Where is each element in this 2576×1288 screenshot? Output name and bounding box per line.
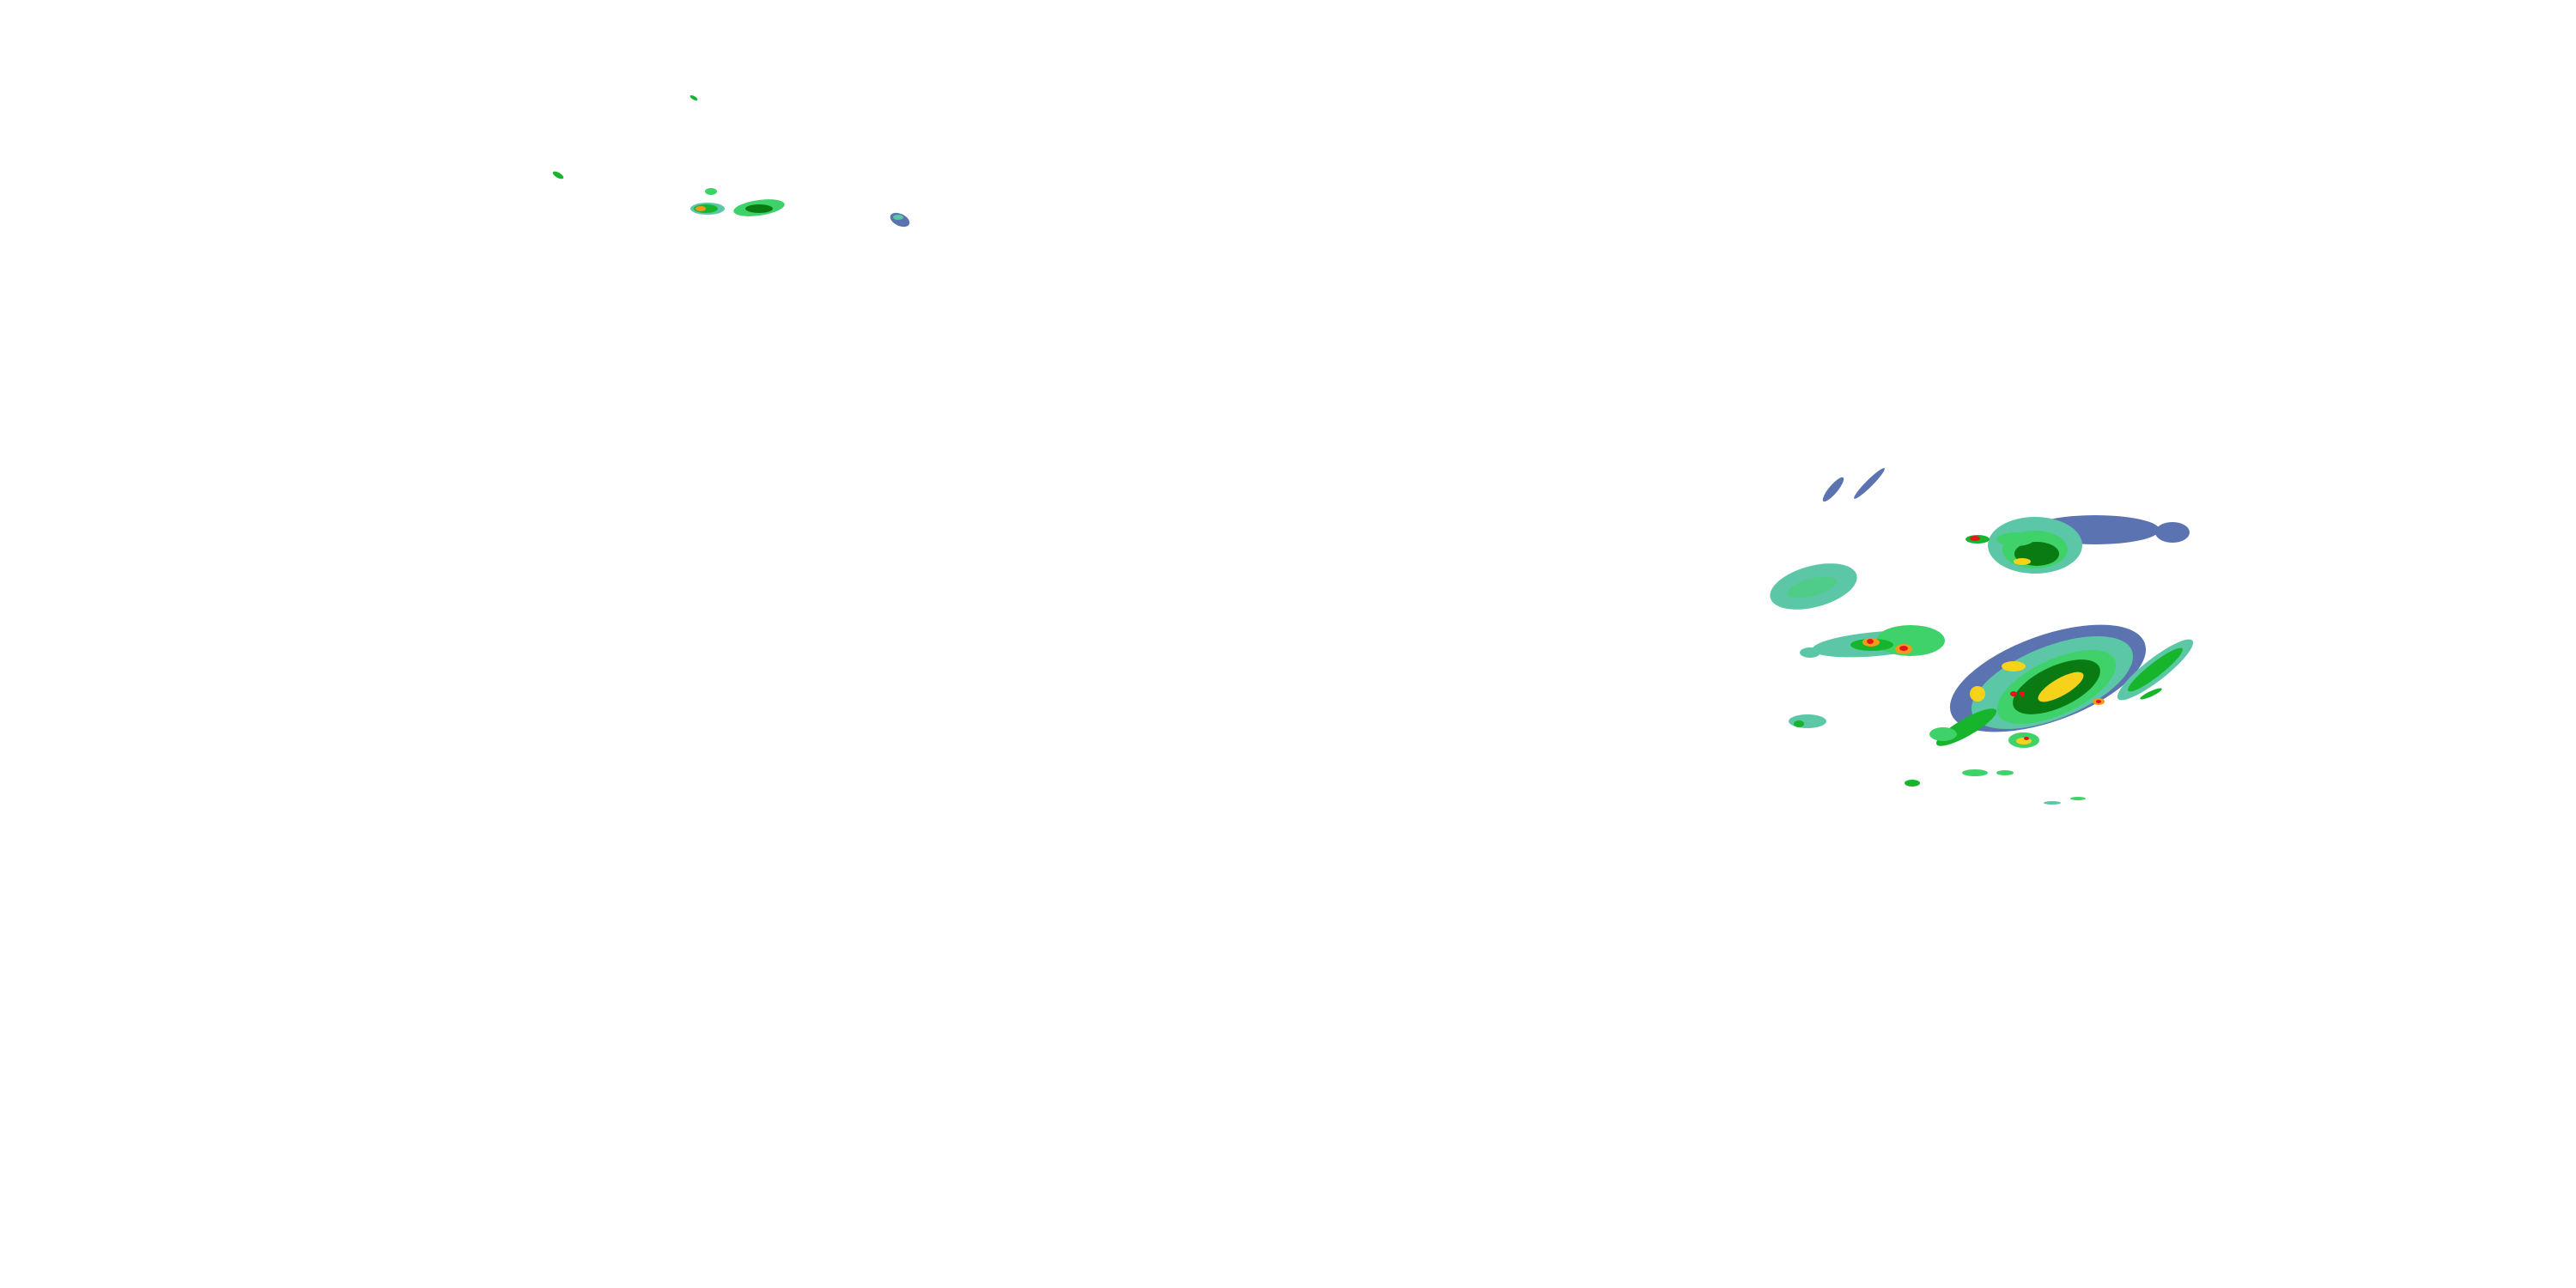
radar-echo (2016, 738, 2032, 744)
radar-echo (2038, 671, 2084, 702)
radar-echo (2070, 797, 2086, 800)
radar-echo (745, 204, 773, 213)
radar-echo (2155, 522, 2190, 543)
radar-echo (2014, 558, 2031, 565)
radar-echo (2128, 647, 2183, 692)
radar-echo (2024, 737, 2029, 740)
radar-echo (1789, 714, 1826, 728)
radar-echo (1794, 720, 1804, 727)
radar-echo (552, 171, 564, 179)
radar-echo (1899, 646, 1908, 651)
radar-echo (1970, 686, 1985, 702)
radar-echo (1970, 536, 1980, 541)
radar-echo (1867, 639, 1874, 644)
radar-echo (705, 188, 717, 195)
radar-echo (2044, 801, 2061, 805)
radar-echo (893, 215, 903, 220)
radar-echo (2096, 700, 2101, 703)
radar-echo (1876, 625, 1945, 656)
radar-echo (1905, 780, 1920, 787)
radar-echo (1786, 576, 1838, 598)
radar-echo (890, 212, 910, 228)
radar-echo (1929, 727, 1957, 741)
radar-echo (1962, 769, 1988, 776)
radar-echo (2140, 688, 2162, 700)
radar-echo (2002, 661, 2026, 671)
radar-echo (1800, 647, 1820, 658)
radar-echo (2020, 691, 2025, 696)
radar-echo (1996, 532, 2034, 546)
radar-echo (690, 94, 698, 101)
radar-echo (1854, 468, 1885, 499)
radar-echo (696, 206, 706, 211)
radar-echo (1822, 477, 1844, 502)
radar-echo-cluster-east (1770, 468, 2194, 805)
radar-echo-cluster-northwest (552, 94, 910, 228)
radar-echo (2010, 691, 2017, 696)
radar-echo (1996, 770, 2014, 775)
